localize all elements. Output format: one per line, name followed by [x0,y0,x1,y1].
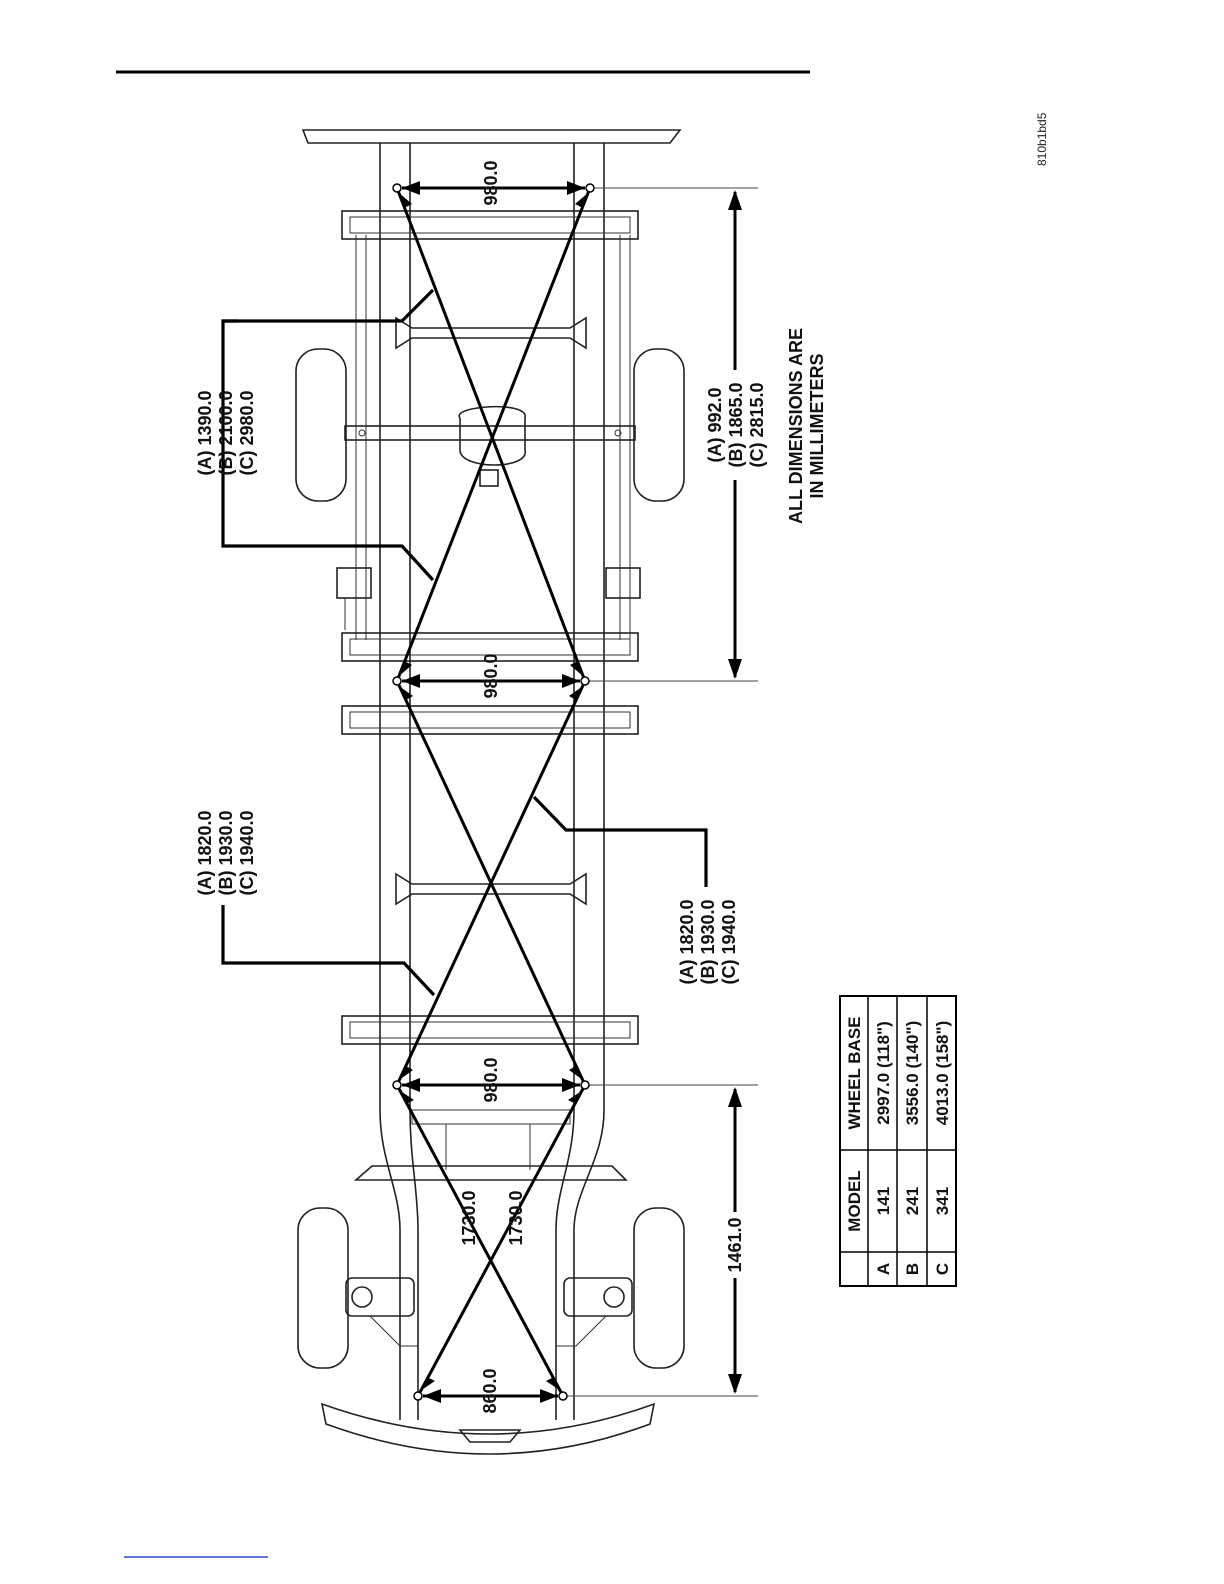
bumper-width-label: 860.0 [480,1368,500,1413]
front-diag-2-label: 1730.0 [506,1190,526,1245]
right-rail-outer [574,143,604,1420]
mid-diag-1-c: (C) 1940.0 [237,810,257,895]
spring-hanger-right [606,568,640,598]
left-rail-outer [380,143,400,1420]
brace-crossmember-1 [396,318,586,348]
vehicle-frame-drawing [296,130,684,1454]
rear-length-c: (C) 2815.0 [747,382,767,467]
measurement-points [393,184,594,1400]
diagonal-measurement-lines [397,188,590,1396]
table-row-wheelbase: 2997.0 (118") [874,1021,893,1125]
rear-length-b: (B) 1865.0 [726,382,746,467]
table-header-model: MODEL [845,1170,864,1231]
wheelbase-table: MODEL WHEEL BASE A 141 2997.0 (118") B 2… [840,996,956,1286]
mid-diag-2-leader [534,797,706,887]
front-left-knuckle [346,1278,414,1316]
table-row-key: A [874,1263,893,1275]
crossmember-4 [342,1016,638,1044]
mid-diag-2-c: (C) 1940.0 [719,899,739,984]
length-dimensions [728,190,742,1394]
note-line-2: IN MILLIMETERS [807,354,827,499]
mid-diag-1-b: (B) 1930.0 [216,810,236,895]
dimension-labels: 980.0 980.0 980.0 860.0 1730.0 1730.0 14… [195,160,827,1413]
table-row-model: 341 [933,1187,952,1215]
mid-diag-2-b: (B) 1930.0 [698,899,718,984]
front-diagonal-2 [418,1085,585,1396]
rear-diag-c: (C) 2980.0 [237,390,257,475]
table-row-model: 241 [903,1187,922,1215]
width-dimensions [402,181,585,1403]
mid-diag-1-leader [223,905,434,995]
rear-width-label: 980.0 [481,160,501,205]
brace-crossmember-2 [396,874,586,904]
table-row-wheelbase: 3556.0 (140") [903,1021,922,1125]
rear-diag-leader-top [223,290,433,321]
table-row-model: 141 [874,1187,893,1215]
front-crossmember [356,1166,626,1180]
mid-width-label: 980.0 [481,653,501,698]
table-header-wheelbase: WHEEL BASE [845,1016,864,1129]
rear-left-tire [296,349,346,501]
rear-bumper [303,130,680,143]
table-row-key: B [903,1263,922,1275]
crossmember-3 [342,706,638,734]
figure-code: 810b1bd5 [1035,112,1049,166]
mid-diag-2-a: (A) 1820.0 [677,899,697,984]
crossmember-1 [342,211,638,239]
front-length-label: 1461.0 [725,1217,745,1272]
front-diag-1-label: 1730.0 [459,1190,479,1245]
left-rail-inner [410,143,418,1420]
rear-right-tire [634,349,684,501]
table-row-wheelbase: 4013.0 (158") [933,1021,952,1125]
extension-lines [563,188,758,1396]
right-rail-inner [556,143,574,1420]
front-left-tire [298,1208,348,1368]
rear-length-a: (A) 992.0 [705,387,725,462]
table-row-key: C [933,1263,952,1275]
rear-diag-a: (A) 1390.0 [195,390,215,475]
mid-diag-1-a: (A) 1820.0 [195,810,215,895]
rear-diag-b: (B) 2100.0 [216,390,236,475]
front-width-label: 980.0 [481,1057,501,1102]
front-right-tire [634,1208,684,1368]
front-diagonal-1 [397,1085,563,1396]
note-line-1: ALL DIMENSIONS ARE [786,328,806,524]
